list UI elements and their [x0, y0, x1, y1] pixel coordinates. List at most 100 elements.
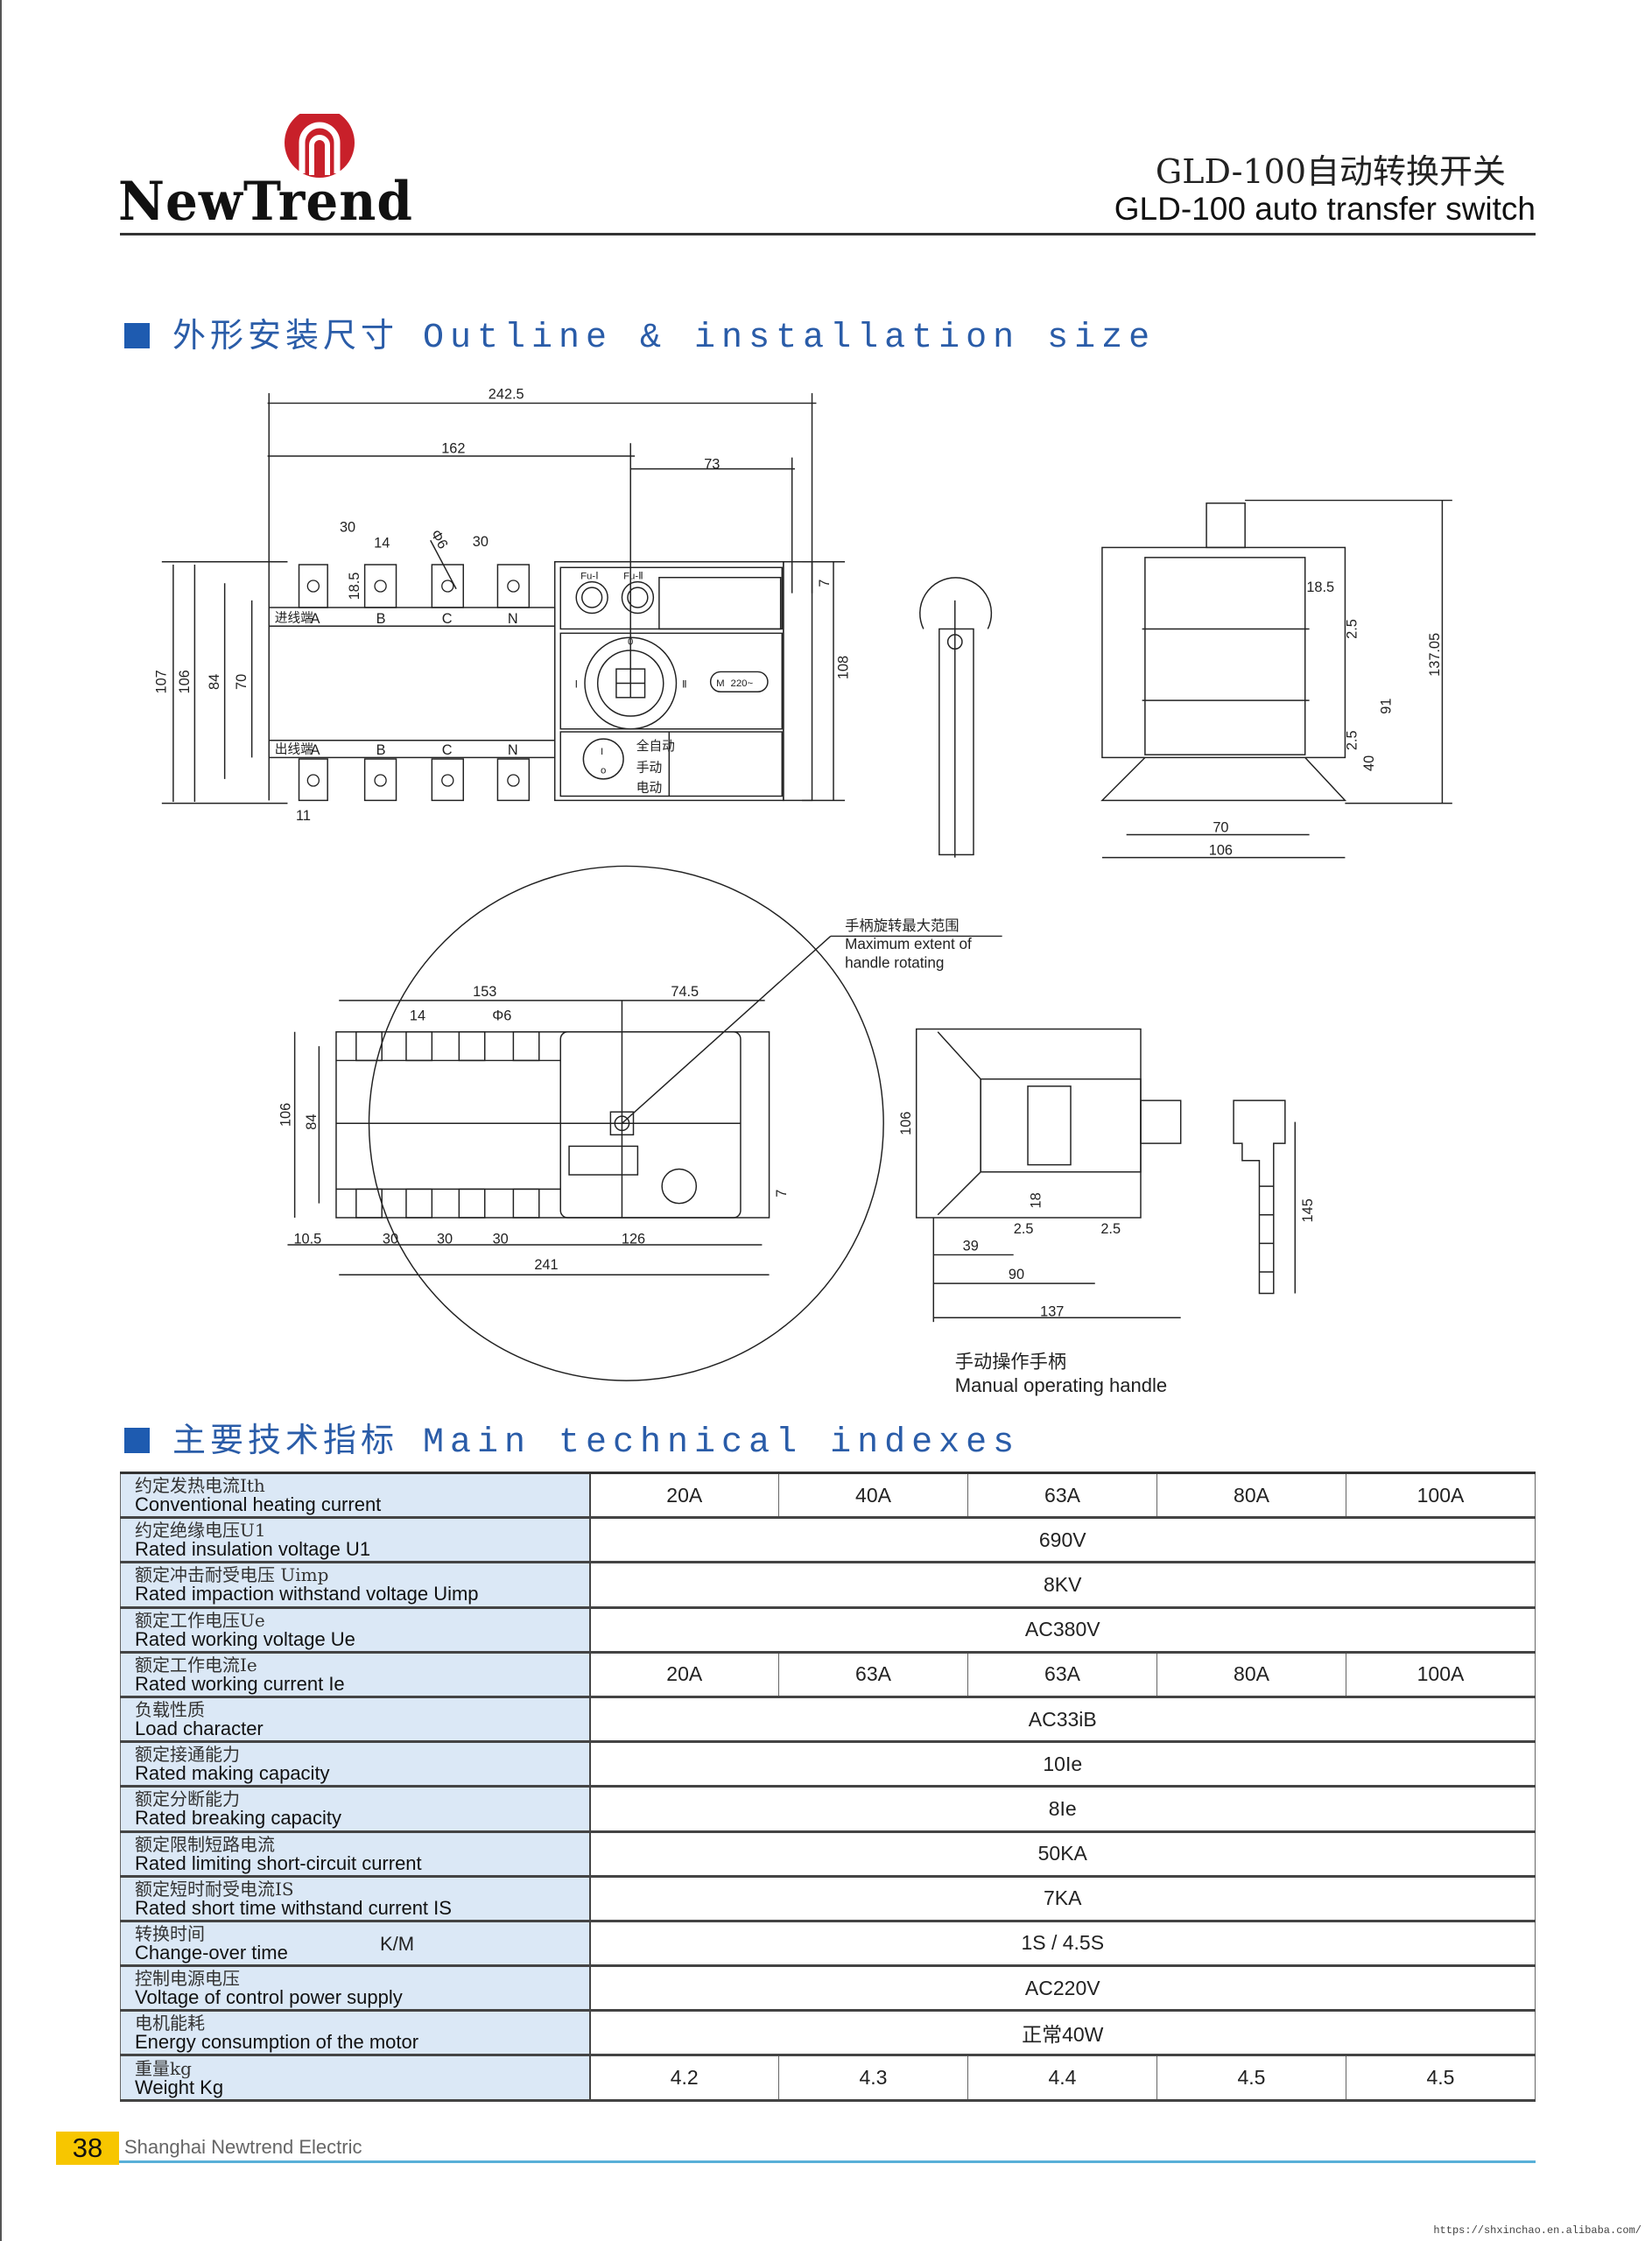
spec-value: 40A	[778, 1471, 968, 1520]
spec-value: 20A	[589, 1650, 779, 1698]
spec-value: 50KA	[589, 1830, 1536, 1878]
spec-label-cn: 转换时间	[135, 1922, 205, 1944]
spec-label-en: Rated short time withstand current IS	[135, 1896, 452, 1919]
spec-value: 63A	[967, 1650, 1157, 1698]
spec-label-cn: 控制电源电压	[135, 1968, 240, 1990]
spec-value: AC33iB	[589, 1695, 1536, 1744]
dim-label: 18.5	[1306, 580, 1334, 595]
section-title-en: Outline & installation size	[423, 319, 1156, 358]
pole-label: B	[376, 742, 386, 758]
motor-voltage: 220~	[731, 678, 754, 689]
spec-value: 100A	[1346, 1471, 1536, 1520]
spec-value: 4.5	[1346, 2054, 1536, 2102]
dim-label: 137	[1040, 1304, 1064, 1320]
spec-label-en: Energy consumption of the motor	[135, 2031, 419, 2054]
dim-label: 145	[1300, 1198, 1316, 1222]
incoming-label: 进线端	[275, 610, 313, 625]
spec-value: 80A	[1156, 1471, 1346, 1520]
spec-value: 7KA	[589, 1874, 1536, 1922]
spec-value: 10Ie	[589, 1740, 1536, 1788]
spec-label-cn: 额定工作电压Ue	[135, 1609, 265, 1631]
section-title-cn: 主要技术指标	[172, 1421, 399, 1459]
dim-label: 18	[1029, 1192, 1044, 1208]
dim-label: 40	[1361, 755, 1377, 771]
company-name: Shanghai Newtrend Electric	[124, 2136, 362, 2158]
dim-label: 126	[622, 1231, 645, 1247]
dim-label: 162	[441, 441, 465, 457]
rotation-note-en: Maximum extent of	[845, 935, 972, 952]
outgoing-label: 出线端	[275, 741, 313, 756]
source-url: https://shxinchao.en.alibaba.com/	[1433, 2224, 1641, 2237]
pole-label: N	[508, 742, 518, 758]
dim-label: Φ6	[427, 527, 451, 551]
dim-label: 30	[493, 1231, 509, 1247]
dim-label: 2.5	[1014, 1221, 1034, 1237]
mode-label: 手动	[636, 761, 662, 776]
dim-label: 106	[1209, 842, 1233, 858]
dim-label: 106	[278, 1103, 294, 1127]
dim-label: 84	[304, 1114, 320, 1130]
spec-label-en: Conventional heating current	[135, 1493, 382, 1516]
mode-label: 电动	[636, 781, 662, 796]
dim-label: 18.5	[347, 573, 362, 601]
spec-label-cn: 额定接通能力	[135, 1744, 240, 1766]
mode-label: 全自动	[636, 738, 675, 754]
dim-label: 107	[154, 670, 170, 693]
dim-label: 14	[374, 535, 390, 551]
spec-label-en: Rated impaction withstand voltage Uimp	[135, 1583, 479, 1605]
spec-label-cn: 额定分断能力	[135, 1788, 240, 1810]
dim-label: 91	[1379, 699, 1395, 714]
spec-value: 690V	[589, 1516, 1536, 1564]
handle-caption-cn: 手动操作手柄	[955, 1351, 1066, 1372]
product-title-cn: GLD-100自动转换开关	[1155, 152, 1506, 191]
front-view-drawing: 242.5 162 73 30 14 Φ6 30 18.5 107 106 84…	[154, 387, 852, 825]
fuse-label: Fu-Ⅰ	[580, 571, 598, 581]
pole-label: C	[442, 611, 453, 627]
position-label: 0	[628, 636, 633, 647]
dim-label: 70	[1213, 819, 1228, 835]
handle-top-drawing	[919, 577, 993, 858]
pole-label: C	[442, 742, 453, 758]
section-title-cn: 外形安装尺寸	[172, 316, 399, 355]
dim-label: 241	[534, 1257, 558, 1273]
section-title-en: Main technical indexes	[423, 1423, 1021, 1463]
dim-label: 106	[177, 670, 193, 693]
spec-value: 1S / 4.5S	[589, 1919, 1536, 1968]
spec-value: 4.2	[589, 2054, 779, 2102]
dim-label: 74.5	[671, 984, 699, 1000]
dim-label: 30	[473, 534, 489, 550]
switch-on: I	[601, 747, 603, 757]
spec-value: 正常40W	[589, 2009, 1536, 2057]
pole-label: B	[376, 611, 386, 627]
side-view-2-drawing: 106 18 2.5 2.5 39 90 137	[898, 1028, 1182, 1323]
dim-label: 73	[704, 457, 720, 473]
dim-overall-width: 242.5	[489, 387, 524, 403]
spec-label-en: Rated breaking capacity	[135, 1807, 342, 1830]
dim-label: 11	[296, 808, 311, 824]
manual-handle-drawing: 145 手动操作手柄 Manual operating handle	[955, 1099, 1316, 1396]
header-divider	[120, 233, 1536, 235]
position-label: Ⅱ	[682, 679, 687, 690]
spec-value: 100A	[1346, 1650, 1536, 1698]
dim-label: 14	[410, 1008, 425, 1024]
handle-caption-en: Manual operating handle	[955, 1374, 1167, 1396]
spec-label-cn: 额定限制短路电流	[135, 1833, 275, 1855]
dim-label: 2.5	[1344, 619, 1360, 639]
spec-label-cn: 负载性质	[135, 1699, 205, 1721]
spec-value: AC380V	[589, 1605, 1536, 1654]
spec-value: 8Ie	[589, 1785, 1536, 1833]
dim-label: 84	[207, 674, 222, 690]
dim-label: 39	[963, 1239, 979, 1254]
